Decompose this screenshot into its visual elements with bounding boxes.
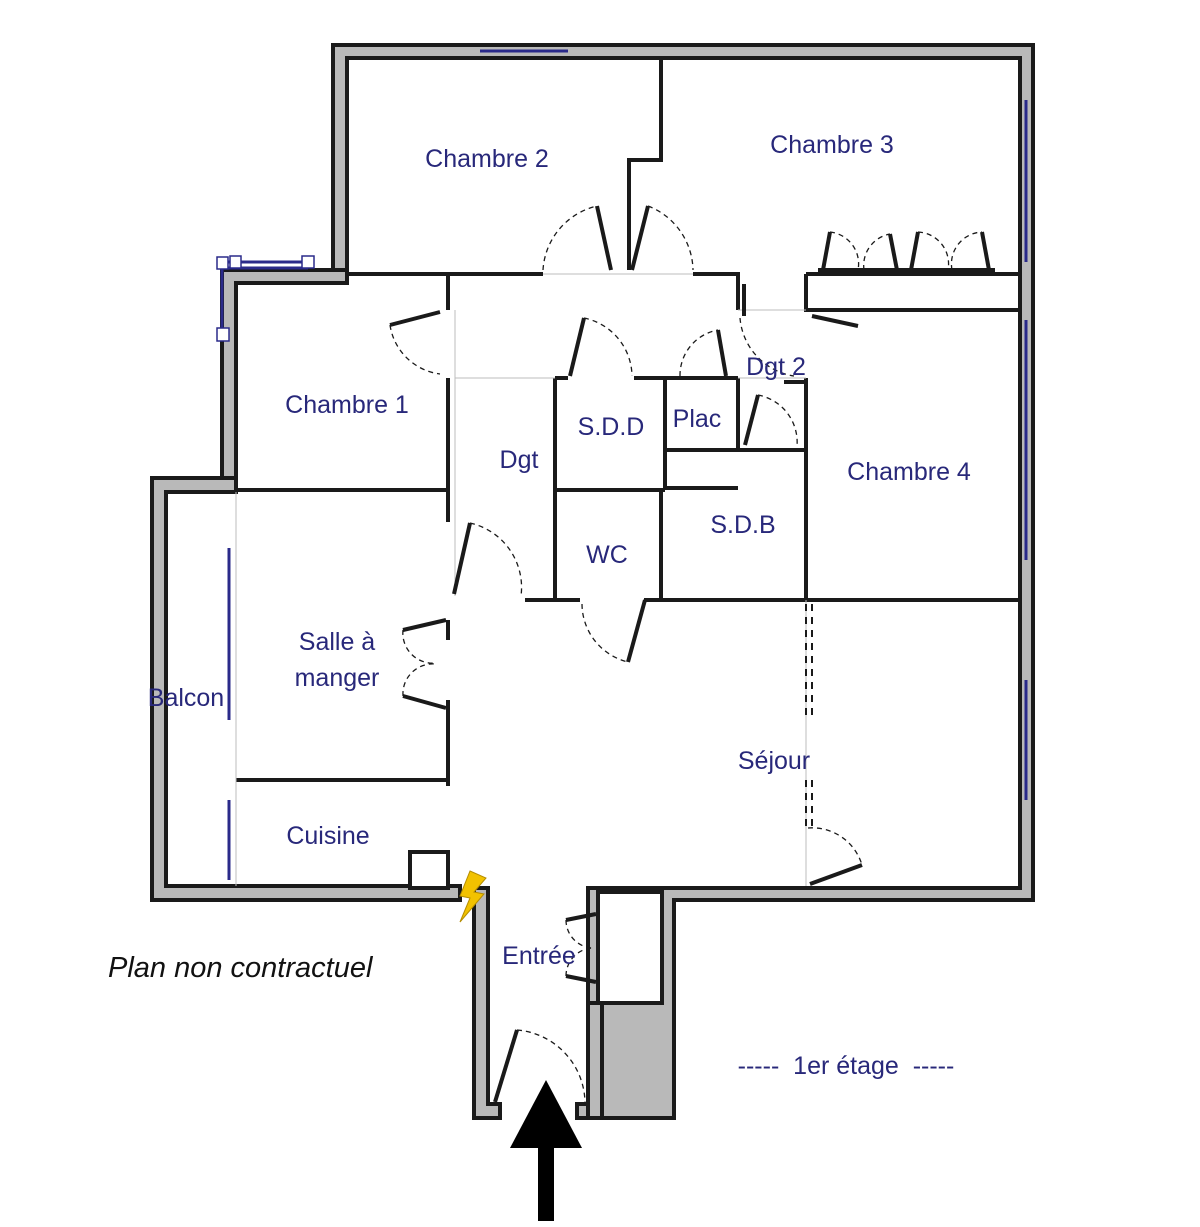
dgt2-wall <box>784 274 808 600</box>
wc-wall <box>525 488 806 602</box>
entrance-inner-wall <box>596 890 664 1005</box>
guide-lines <box>235 273 807 886</box>
door-wc <box>626 599 647 663</box>
dashed-openings <box>805 604 813 830</box>
closet-door <box>980 231 991 271</box>
door-plac <box>716 329 728 377</box>
door-chambre3 <box>630 205 650 271</box>
label-chambre3: Chambre 3 <box>770 131 894 159</box>
label-chambre2: Chambre 2 <box>425 145 549 173</box>
exterior-wall <box>331 43 1035 1120</box>
closet-door <box>909 231 920 271</box>
label-chambre4: Chambre 4 <box>847 458 971 486</box>
entrance-door <box>493 1029 519 1103</box>
interior-walls <box>236 58 1020 786</box>
door-sdb <box>743 394 760 446</box>
arrow-up-icon <box>510 1080 582 1221</box>
door-chambre2 <box>595 205 613 271</box>
door-chambre1 <box>389 310 441 327</box>
balcony-wall <box>150 476 462 902</box>
kitchen-duct <box>408 850 450 890</box>
label-sejour: Séjour <box>738 747 810 775</box>
lightning-bolt-icon <box>459 870 487 923</box>
label-sdd: S.D.D <box>578 413 645 441</box>
label-plac: Plac <box>673 405 722 433</box>
room-labels: Chambre 2 Chambre 3 Chambre 1 Dgt S.D.D … <box>148 131 971 970</box>
label-salle-line2: manger <box>295 664 380 692</box>
label-chambre1: Chambre 1 <box>285 391 409 419</box>
entrance-corridor-wall <box>472 886 502 1120</box>
label-wc: WC <box>586 541 628 569</box>
door-sejour <box>809 863 863 886</box>
door-dgt2 <box>811 314 859 328</box>
closet-door <box>565 974 597 984</box>
window-handle <box>229 255 242 269</box>
closet-door <box>821 231 832 271</box>
label-entree: Entrée <box>502 942 576 970</box>
window-handle <box>216 256 229 270</box>
label-sdb: S.D.B <box>710 511 775 539</box>
label-dgt2: Dgt 2 <box>746 353 806 381</box>
door-sdd <box>568 317 586 377</box>
exterior-walls <box>150 43 1035 1120</box>
label-dgt: Dgt <box>500 446 539 474</box>
chambre2-chambre3-wall <box>627 58 663 270</box>
window-handle <box>301 255 315 269</box>
chambre3-closet-wall <box>804 272 1020 312</box>
disclaimer-note: Plan non contractuel <box>108 952 374 984</box>
bedroom1-west-wall <box>220 268 349 487</box>
door-salle <box>402 618 447 632</box>
windows <box>216 49 1028 880</box>
door-dgt <box>452 522 472 595</box>
label-salle-line1: Salle à <box>299 628 376 656</box>
plac-wall <box>665 274 806 452</box>
label-balcon: Balcon <box>148 684 224 712</box>
label-cuisine: Cuisine <box>286 822 369 850</box>
doors <box>389 205 995 1103</box>
window-handle <box>216 327 230 342</box>
entrance-east-wall <box>586 1001 604 1120</box>
door-salle <box>402 694 447 710</box>
closet-door <box>565 912 597 922</box>
floor-label: ----- 1er étage ----- <box>738 1052 955 1080</box>
